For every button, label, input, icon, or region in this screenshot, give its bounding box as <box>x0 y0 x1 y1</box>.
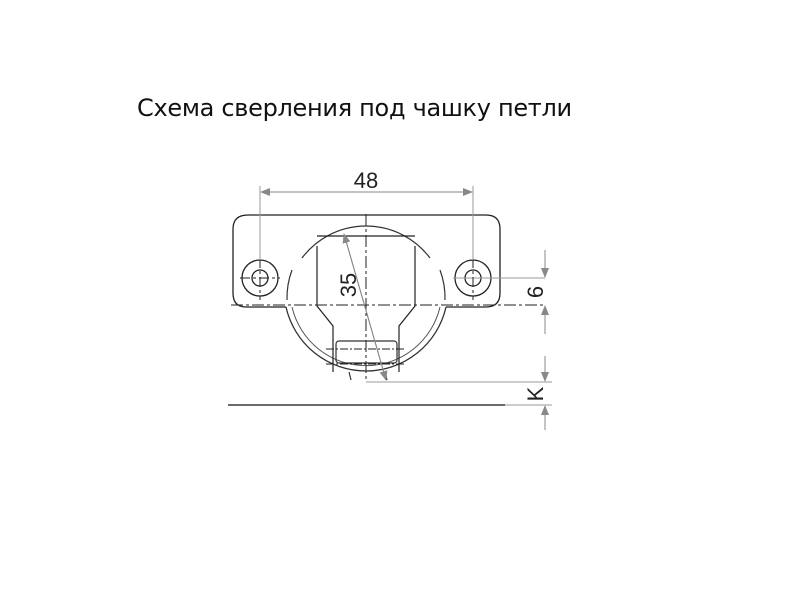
diagram-title: Схема сверления под чашку петли <box>137 94 572 122</box>
dim-cup-diameter: 35 <box>336 273 361 297</box>
screw-hole-left <box>240 258 280 300</box>
mounting-plate <box>232 214 501 308</box>
dim-offset: 6 <box>523 286 548 298</box>
dim-edge-distance: K <box>523 386 548 401</box>
dim-hole-spacing: 48 <box>354 168 378 193</box>
